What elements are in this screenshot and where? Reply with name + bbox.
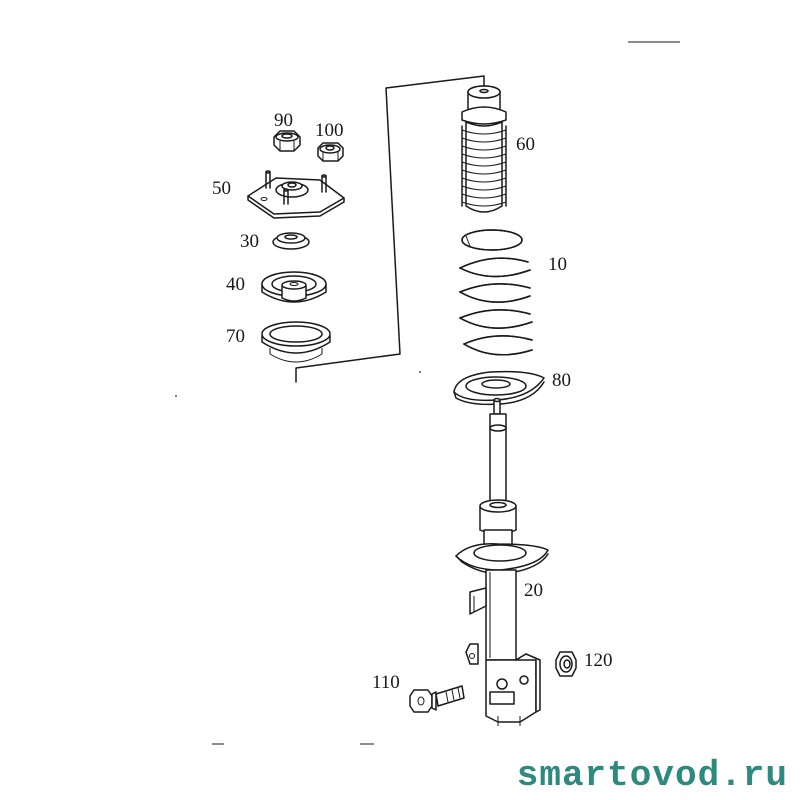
label-40: 40 [226, 274, 245, 295]
label-110: 110 [372, 672, 400, 693]
coil-spring-10 [459, 229, 533, 356]
label-50: 50 [212, 178, 231, 199]
boot-corrugations [461, 129, 507, 207]
strut-20 [455, 397, 549, 726]
dust-boot-60 [461, 85, 507, 213]
label-20: 20 [524, 580, 543, 601]
label-120: 120 [584, 650, 613, 671]
label-80: 80 [552, 370, 571, 391]
bearing-40 [261, 271, 327, 303]
bushing-30 [272, 232, 310, 250]
site-watermark: smartovod.ru [516, 755, 788, 796]
label-100: 100 [315, 120, 344, 141]
nut-100 [317, 142, 344, 162]
label-30: 30 [240, 231, 259, 252]
top-mount-50 [247, 170, 345, 219]
label-10: 10 [548, 254, 567, 275]
nut-90 [273, 130, 301, 152]
label-70: 70 [226, 326, 245, 347]
assembly-bracket-line [295, 75, 485, 383]
bolt-110 [409, 685, 465, 713]
nut-120 [555, 651, 577, 677]
label-60: 60 [516, 134, 535, 155]
label-90: 90 [274, 110, 293, 131]
spring-seat-70 [261, 321, 331, 363]
